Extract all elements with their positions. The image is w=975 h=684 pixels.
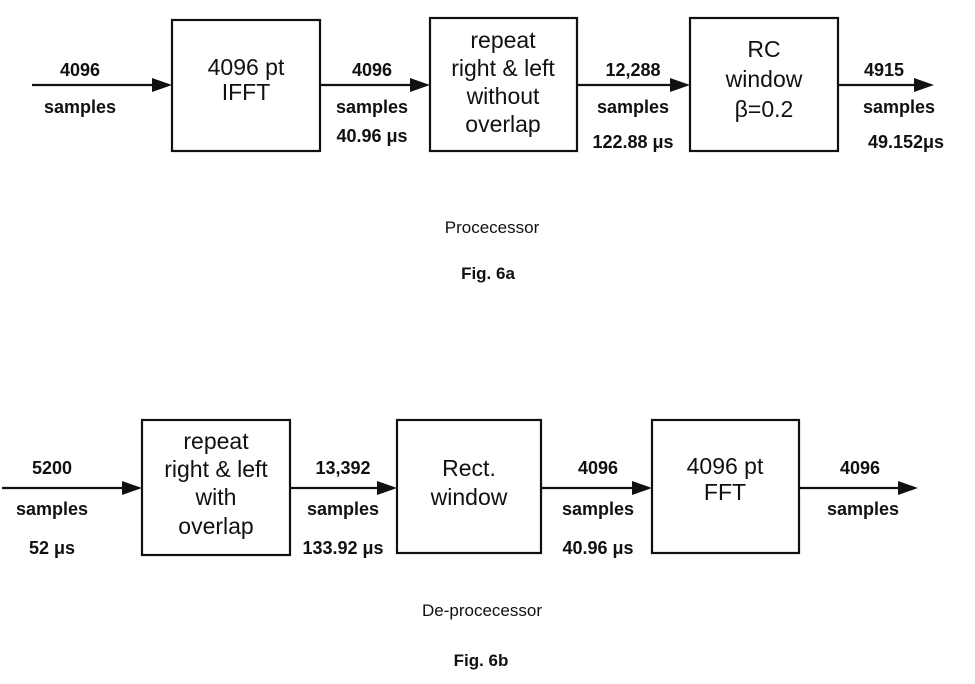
edge-b-output-count: 4096 bbox=[840, 458, 880, 478]
ifft-block-line-1: 4096 pt bbox=[208, 54, 285, 80]
rect-block-line-1: Rect. bbox=[442, 455, 496, 481]
fft-block-line-1: 4096 pt bbox=[687, 453, 764, 479]
edge-a-2-duration: 122.88 μs bbox=[592, 132, 673, 152]
arrow-b-input bbox=[2, 481, 142, 495]
edge-a-2-unit: samples bbox=[597, 97, 669, 117]
arrow-b-1 bbox=[290, 481, 397, 495]
edge-b-input-unit: samples bbox=[16, 499, 88, 519]
edge-b-input-duration: 52 μs bbox=[29, 538, 75, 558]
fft-block-line-2: FFT bbox=[704, 479, 746, 505]
edge-b-output-unit: samples bbox=[827, 499, 899, 519]
arrow-a-2 bbox=[577, 78, 690, 92]
edge-b-input-count: 5200 bbox=[32, 458, 72, 478]
edge-a-1-duration: 40.96 μs bbox=[336, 126, 407, 146]
repeat-block-line-1: repeat bbox=[470, 27, 536, 53]
rc-block-line-2: window bbox=[725, 66, 803, 92]
edge-label-b-input: 5200 samples 52 μs bbox=[16, 458, 88, 558]
edge-b-2-count: 4096 bbox=[578, 458, 618, 478]
edge-b-1-unit: samples bbox=[307, 499, 379, 519]
edge-label-b-2: 4096 samples 40.96 μs bbox=[562, 458, 634, 558]
rect-block-line-2: window bbox=[430, 484, 508, 510]
arrow-a-output bbox=[838, 78, 934, 92]
edge-label-a-output: 4915 samples 49.152μs bbox=[863, 60, 944, 152]
caption-6a: Procecessor bbox=[445, 218, 540, 237]
arrow-b-output bbox=[799, 481, 918, 495]
arrow-b-2 bbox=[541, 481, 652, 495]
repeat-block-line-2: right & left bbox=[451, 55, 555, 81]
edge-a-1-unit: samples bbox=[336, 97, 408, 117]
edge-a-output-duration: 49.152μs bbox=[868, 132, 944, 152]
repeat-block-line-3: without bbox=[466, 83, 540, 109]
repeat-overlap-line-4: overlap bbox=[178, 513, 253, 539]
edge-a-output-unit: samples bbox=[863, 97, 935, 117]
arrow-a-input bbox=[32, 78, 172, 92]
fig-label-6b: Fig. 6b bbox=[454, 651, 509, 670]
edge-b-1-count: 13,392 bbox=[315, 458, 370, 478]
repeat-without-overlap-block: repeat right & left without overlap bbox=[430, 18, 577, 151]
figure-6a: 4096 pt IFFT repeat right & left without… bbox=[32, 18, 944, 283]
fft-block: 4096 pt FFT bbox=[652, 420, 799, 553]
figure-6b: repeat right & left with overlap Rect. w… bbox=[2, 420, 918, 670]
edge-a-output-count: 4915 bbox=[864, 60, 904, 80]
repeat-overlap-line-3: with bbox=[195, 484, 237, 510]
edge-label-a-input: 4096 samples bbox=[44, 60, 116, 117]
rect-window-block: Rect. window bbox=[397, 420, 541, 553]
edge-a-1-count: 4096 bbox=[352, 60, 392, 80]
edge-a-2-count: 12,288 bbox=[605, 60, 660, 80]
edge-a-input-unit: samples bbox=[44, 97, 116, 117]
edge-b-2-duration: 40.96 μs bbox=[562, 538, 633, 558]
edge-b-1-duration: 133.92 μs bbox=[302, 538, 383, 558]
edge-label-a-2: 12,288 samples 122.88 μs bbox=[592, 60, 673, 152]
rc-window-block: RC window β=0.2 bbox=[690, 18, 838, 151]
arrow-a-1 bbox=[320, 78, 430, 92]
ifft-block: 4096 pt IFFT bbox=[172, 20, 320, 151]
repeat-overlap-line-2: right & left bbox=[164, 456, 268, 482]
fig-label-6a: Fig. 6a bbox=[461, 264, 515, 283]
edge-a-input-count: 4096 bbox=[60, 60, 100, 80]
edge-label-b-1: 13,392 samples 133.92 μs bbox=[302, 458, 383, 558]
edge-b-2-unit: samples bbox=[562, 499, 634, 519]
rc-block-line-1: RC bbox=[747, 36, 780, 62]
repeat-with-overlap-block: repeat right & left with overlap bbox=[142, 420, 290, 555]
repeat-overlap-line-1: repeat bbox=[183, 428, 249, 454]
repeat-block-line-4: overlap bbox=[465, 111, 540, 137]
edge-label-a-1: 4096 samples 40.96 μs bbox=[336, 60, 408, 146]
caption-6b: De-procecessor bbox=[422, 601, 542, 620]
ifft-block-line-2: IFFT bbox=[222, 79, 271, 105]
rc-block-line-3: β=0.2 bbox=[735, 96, 794, 122]
